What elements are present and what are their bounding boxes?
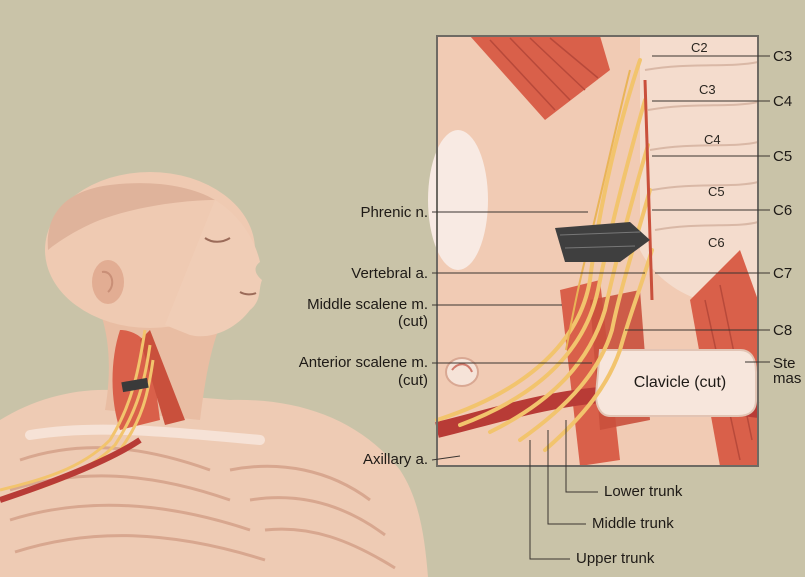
label-vertebra-c5: C5 bbox=[708, 184, 725, 199]
label-upper-trunk: Upper trunk bbox=[576, 551, 654, 566]
label-phrenic-nerve: Phrenic n. bbox=[296, 205, 428, 220]
label-vertebra-c4: C4 bbox=[704, 132, 721, 147]
label-vertebra-c6: C6 bbox=[708, 235, 725, 250]
label-middle-scalene: Middle scalene m. bbox=[246, 297, 428, 312]
label-lower-trunk: Lower trunk bbox=[604, 484, 682, 499]
label-root-c8: C8 bbox=[773, 323, 792, 338]
label-axillary-artery: Axillary a. bbox=[306, 452, 428, 467]
label-root-c5: C5 bbox=[773, 149, 792, 164]
label-root-c7: C7 bbox=[773, 266, 792, 281]
label-vertebral-artery: Vertebral a. bbox=[286, 266, 428, 281]
label-anterior-scalene: Anterior scalene m. bbox=[226, 355, 428, 370]
label-vertebra-c3: C3 bbox=[699, 82, 716, 97]
label-root-c4: C4 bbox=[773, 94, 792, 109]
label-sternocleidomastoid-1: Ste bbox=[773, 356, 796, 371]
label-clavicle: Clavicle (cut) bbox=[615, 375, 745, 390]
label-anterior-scalene-cut: (cut) bbox=[346, 373, 428, 388]
label-middle-trunk: Middle trunk bbox=[592, 516, 674, 531]
label-root-c6: C6 bbox=[773, 203, 792, 218]
label-middle-scalene-cut: (cut) bbox=[346, 314, 428, 329]
label-root-c3: C3 bbox=[773, 49, 792, 64]
label-vertebra-c2: C2 bbox=[691, 40, 708, 55]
label-sternocleidomastoid-2: mas bbox=[773, 371, 801, 386]
